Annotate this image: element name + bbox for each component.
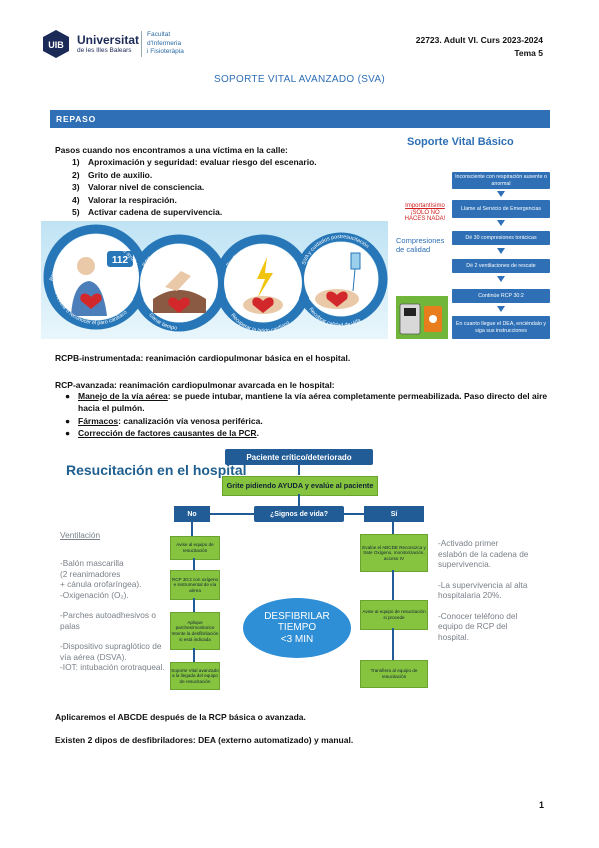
svb-step: En cuanto llegue el DEA, enciéndalo y si…	[452, 316, 550, 339]
defibrillator-types-note: Existen 2 dipos de desfibriladores: DEA …	[55, 735, 354, 745]
topic-line: Tema 5	[514, 48, 543, 58]
university-name: Universitat	[77, 33, 140, 47]
left-step: RCP 30:2 con oxígeno e instrumental de v…	[170, 570, 220, 600]
svb-step: Continúe RCP 30:2	[452, 289, 550, 303]
step-item: 5)Activar cadena de supervivencia.	[72, 207, 223, 217]
page-number: 1	[538, 800, 544, 810]
course-line: 22723. Adult VI. Curs 2023-2024	[415, 35, 543, 45]
right-step: Avise al equipo de resucitación si proce…	[360, 600, 428, 630]
yes-box: Sí	[364, 506, 424, 522]
lightning-icon	[257, 257, 273, 299]
left-step: Avise al equipo de resucitación	[170, 536, 220, 560]
heart-icon	[252, 297, 274, 313]
svb-step: Dé 30 compresiones torácicas	[452, 231, 550, 245]
rcpb-definition: RCPB-instrumentada: reanimación cardiopu…	[55, 353, 351, 363]
left-step: Aplique parches/monitorice Intente la de…	[170, 612, 220, 650]
section-label: REPASO	[56, 114, 97, 124]
heart-icon	[326, 291, 348, 307]
uib-logo: UIB	[43, 30, 69, 58]
step-item: 3)Valorar nivel de consciencia.	[72, 182, 205, 192]
patient-critical-box: Paciente crítico/deteriorado	[225, 449, 373, 465]
svb-important-note: Importantísimo ¡SOLO NO HACES NADA!	[404, 203, 446, 222]
header-divider	[141, 31, 142, 57]
no-box: No	[174, 506, 210, 522]
left-step: Soporte Vital avanzado a la llegada del …	[170, 662, 220, 690]
course-info: 22723. Adult VI. Curs 2023-2024 Tema 5	[416, 34, 543, 60]
ventilation-heading: Ventilación	[60, 530, 101, 540]
step-item: 1)Aproximación y seguridad: evaluar ries…	[72, 157, 317, 167]
signs-of-life-box: ¿Signos de vida?	[254, 506, 344, 522]
rcpa-definition: RCP-avanzada: reanimación cardiopulmonar…	[55, 380, 335, 390]
hospital-flow-title: Resucitación en el hospital	[66, 462, 247, 478]
svb-compressions-note: Compresiones de calidad	[396, 236, 445, 254]
right-step: Transfiera al equipo de resucitación	[360, 660, 428, 688]
svb-step: Llame al Servicio de Emergencias	[452, 200, 550, 218]
svb-step: Inconsciente con respiración ausente o a…	[452, 172, 550, 189]
bullet-item: ●Fármacos: canalización vía venosa perif…	[65, 416, 263, 426]
shout-help-box: Grite pidiendo AYUDA y evalúe al pacient…	[222, 476, 378, 496]
abcde-note: Aplicaremos el ABCDE después de la RCP b…	[55, 712, 306, 722]
intro-text: Pasos cuando nos encontramos a una vícti…	[55, 145, 288, 155]
aed-device-image	[396, 296, 448, 339]
left-notes: -Balón mascarilla (2 reanimadores + cánu…	[60, 558, 165, 672]
defibrillate-oval: DESFIBRILAR TIEMPO <3 MIN	[243, 598, 351, 658]
heart-icon	[80, 293, 102, 309]
right-notes: -Activado primer eslabón de la cadena de…	[438, 538, 529, 642]
phone-112-icon	[107, 251, 133, 267]
chain-of-survival-image: 112 Reconocimiento temprano y solicitud …	[41, 221, 388, 339]
step-item: 4)Valorar la respiración.	[72, 194, 177, 205]
section-bar: REPASO	[50, 110, 550, 128]
svb-step: Dé 2 ventilaciones de rescate	[452, 259, 550, 273]
iv-bag-icon	[350, 252, 361, 270]
bullet-item: ●Manejo de la vía aérea: se puede intuba…	[65, 391, 548, 413]
document-title: SOPORTE VITAL AVANZADO (SVA)	[213, 74, 386, 85]
logo-text: UIB	[48, 40, 64, 50]
heart-icon	[168, 297, 190, 313]
bullet-item: ●Corrección de factores causantes de la …	[65, 428, 259, 438]
steps-block: Pasos cuando nos encontramos a una vícti…	[55, 144, 317, 219]
svb-title: Soporte Vital Básico	[407, 136, 514, 148]
svg-text:112: 112	[112, 255, 129, 266]
right-step: Evalúe el ABCDE Reconozca y trate Oxígen…	[360, 534, 428, 572]
university-subtitle: de les Illes Balears	[77, 47, 132, 54]
faculty-name: Facultat d'Infermeria i Fisioteràpia	[147, 31, 184, 55]
step-item: 2)Grito de auxilio.	[72, 169, 153, 180]
